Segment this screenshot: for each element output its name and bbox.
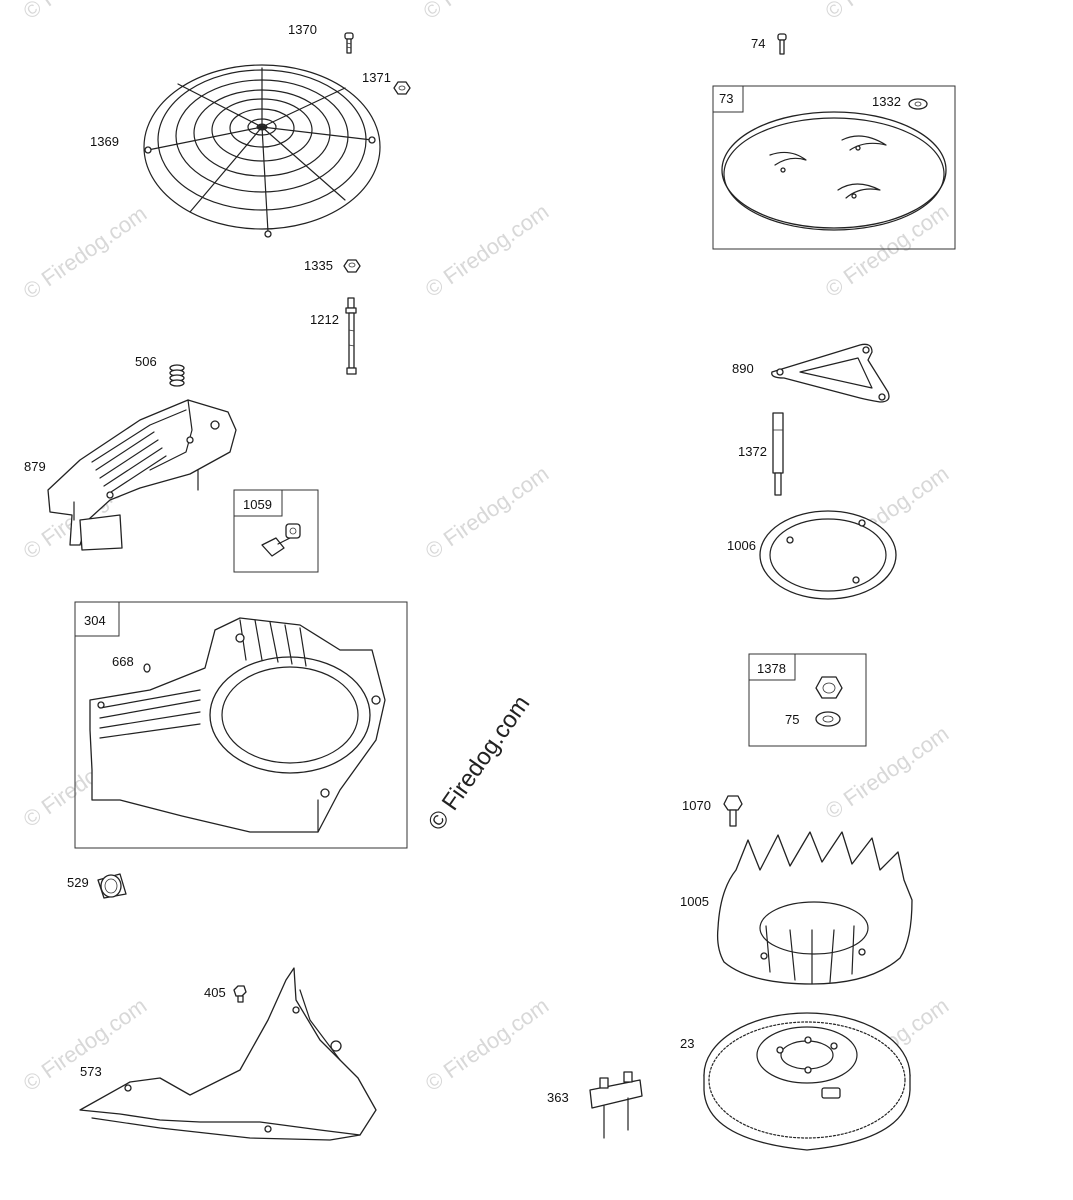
label-73: 73 [719, 91, 733, 106]
part-529-grommet[interactable] [97, 873, 127, 899]
label-506: 506 [135, 354, 157, 369]
label-1371: 1371 [362, 70, 391, 85]
label-1370: 1370 [288, 22, 317, 37]
label-1372: 1372 [738, 444, 767, 459]
label-1212: 1212 [310, 312, 339, 327]
label-1006: 1006 [727, 538, 756, 553]
watermark: © Firedog.com [821, 0, 954, 24]
part-1070-screw[interactable] [723, 795, 743, 827]
label-363: 363 [547, 1090, 569, 1105]
label-1059: 1059 [243, 497, 272, 512]
label-890: 890 [732, 361, 754, 376]
label-304: 304 [84, 613, 106, 628]
label-1369: 1369 [90, 134, 119, 149]
part-1335-nut[interactable] [343, 259, 361, 273]
part-1006-gasket[interactable] [759, 510, 897, 600]
label-529: 529 [67, 875, 89, 890]
label-1378: 1378 [757, 661, 786, 676]
label-1332: 1332 [872, 94, 901, 109]
label-23: 23 [680, 1036, 694, 1051]
label-573: 573 [80, 1064, 102, 1079]
part-304-blower-housing-box[interactable] [74, 601, 408, 849]
watermark: © Firedog.com [19, 993, 152, 1096]
watermark: © Firedog.com [419, 0, 552, 24]
part-1005-fan[interactable] [716, 831, 913, 985]
part-73-plate-box[interactable] [712, 85, 956, 250]
label-75: 75 [785, 712, 799, 727]
label-1005: 1005 [680, 894, 709, 909]
watermark: © Firedog.com [421, 199, 554, 302]
watermark: © Firedog.com [421, 461, 554, 564]
part-1371-nut[interactable] [393, 81, 411, 95]
part-1378-box[interactable] [748, 653, 867, 747]
watermark: © Firedog.com [19, 201, 152, 304]
part-1372-stud[interactable] [772, 412, 784, 496]
watermark: © Firedog.com [821, 721, 954, 824]
label-1070: 1070 [682, 798, 711, 813]
part-74-screw[interactable] [777, 33, 787, 55]
part-1212-stud[interactable] [345, 297, 357, 375]
label-668: 668 [112, 654, 134, 669]
label-74: 74 [751, 36, 765, 51]
part-1369-fan-guard[interactable] [143, 64, 381, 238]
watermark: © Firedog.com [19, 0, 152, 24]
part-506-spring[interactable] [169, 364, 185, 387]
part-363-bracket[interactable] [589, 1071, 643, 1139]
part-405-screw[interactable] [233, 985, 247, 1003]
part-879-air-guide[interactable] [47, 399, 237, 551]
part-1059-box[interactable] [233, 489, 319, 573]
watermark: © Firedog.com [421, 993, 554, 1096]
watermark-center: © Firedog.com [423, 691, 536, 836]
part-573-baffle[interactable] [79, 967, 377, 1141]
label-879: 879 [24, 459, 46, 474]
label-405: 405 [204, 985, 226, 1000]
label-1335: 1335 [304, 258, 333, 273]
part-23-flywheel[interactable] [703, 1012, 911, 1151]
part-890-plate[interactable] [771, 343, 890, 403]
part-1370-screw[interactable] [344, 32, 354, 54]
